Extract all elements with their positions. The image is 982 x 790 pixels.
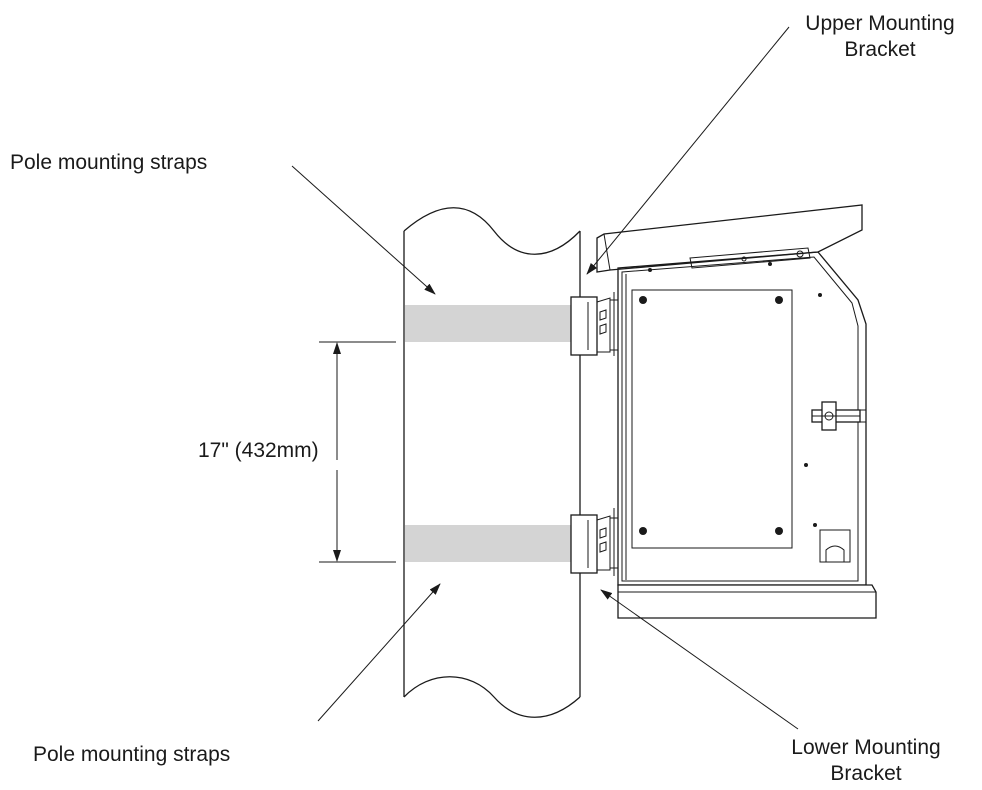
lower-bracket-label-line1: Lower Mounting xyxy=(791,736,941,759)
latch xyxy=(811,401,866,431)
lower-strap xyxy=(405,525,572,562)
upper-bracket-label-line2: Bracket xyxy=(844,38,916,61)
dimension-line xyxy=(319,341,396,563)
leader-lower-bracket xyxy=(600,589,799,730)
leader-straps-bottom xyxy=(317,583,441,722)
pole-straps-top-label: Pole mounting straps xyxy=(10,151,208,174)
leader-straps-top xyxy=(291,165,436,295)
pole-straps-bottom-label: Pole mounting straps xyxy=(33,743,231,766)
cable-gland xyxy=(819,529,851,563)
dimension-label: 17" (432mm) xyxy=(198,439,319,462)
upper-strap xyxy=(405,305,572,342)
enclosure xyxy=(596,204,877,619)
pole xyxy=(403,207,581,718)
leader-upper-bracket xyxy=(586,26,790,275)
upper-bracket-label-line1: Upper Mounting xyxy=(805,12,955,35)
lower-mounting-bracket xyxy=(570,508,618,576)
upper-mounting-bracket xyxy=(570,292,618,356)
upper-bracket-label: Upper Mounting Bracket xyxy=(782,11,978,63)
lower-bracket-label-line2: Bracket xyxy=(830,762,902,785)
lower-bracket-label: Lower Mounting Bracket xyxy=(758,735,974,787)
